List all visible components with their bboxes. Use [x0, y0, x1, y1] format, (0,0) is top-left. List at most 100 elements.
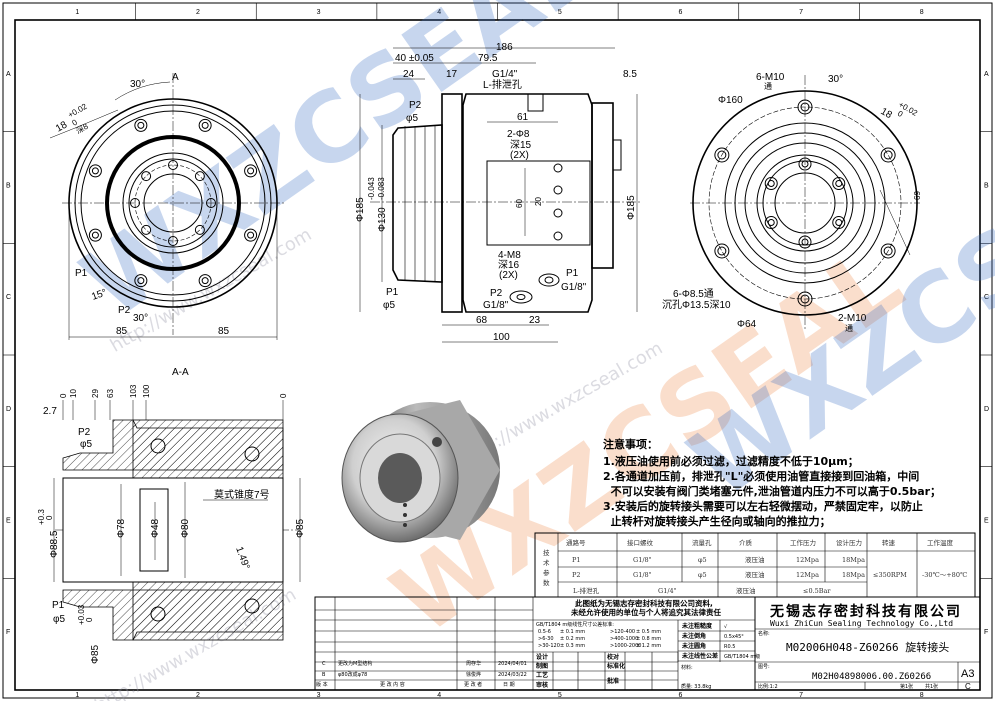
- svg-text:2.7: 2.7: [43, 406, 57, 417]
- svg-text:6-M10: 6-M10: [756, 72, 785, 83]
- svg-text:L-排泄孔: L-排泄孔: [483, 78, 522, 91]
- bolt-hole: [134, 118, 148, 132]
- svg-text:≤0.5Bar: ≤0.5Bar: [803, 587, 831, 595]
- svg-text:C: C: [965, 682, 971, 691]
- tolerance-cell: ± 1.2 mm: [636, 643, 661, 649]
- right-view: 6-M10 通 30° Φ160 18 +0.02 0 69 6-Φ8.5通 沉…: [662, 72, 922, 333]
- tolerance-cell: >30-120: [538, 643, 560, 649]
- bolt-hole: [198, 274, 212, 288]
- svg-text:周存华: 周存华: [466, 660, 481, 667]
- svg-text:P1: P1: [566, 268, 579, 279]
- grid-column-label: 4: [437, 9, 441, 16]
- table-header: 工作温度: [927, 538, 954, 547]
- svg-text:材料:: 材料:: [681, 664, 693, 671]
- svg-text:0: 0: [45, 515, 54, 520]
- svg-text:图号:: 图号:: [758, 664, 770, 670]
- bolt-hole: [880, 243, 896, 259]
- tolerance-cell: ± 0.2 mm: [560, 636, 585, 642]
- svg-text:深16: 深16: [498, 259, 520, 271]
- table-cell: G1/8": [633, 571, 652, 579]
- grid-row-label: D: [6, 406, 11, 413]
- grid-row-label: D: [984, 406, 989, 413]
- svg-text:审核: 审核: [536, 681, 548, 689]
- svg-text:制图: 制图: [536, 662, 548, 670]
- svg-text:24: 24: [403, 69, 415, 80]
- svg-text:P1: P1: [75, 268, 88, 279]
- unspecified-label: 未注倒角: [682, 632, 706, 640]
- svg-text:+0.03: +0.03: [77, 604, 86, 625]
- svg-text:3.安装后的旋转接头需要可以左右轻微摆动，严禁固定牢，以防止: 3.安装后的旋转接头需要可以左右轻微摆动，严禁固定牢，以防止: [603, 499, 923, 513]
- bolt-hole-inner: [717, 150, 727, 160]
- svg-text:φ5: φ5: [80, 439, 92, 450]
- svg-text:Φ64: Φ64: [737, 319, 757, 330]
- counterbore-hole-inner: [801, 238, 809, 246]
- svg-text:不可以安装有阀门类堵塞元件,泄油管道内压力不可以高于0.5b: 不可以安装有阀门类堵塞元件,泄油管道内压力不可以高于0.5bar；: [603, 484, 941, 498]
- svg-text:Φ85: Φ85: [90, 644, 101, 664]
- svg-text:6-Φ8.5通: 6-Φ8.5通: [673, 288, 714, 300]
- svg-text:更改为M型结构: 更改为M型结构: [338, 660, 372, 667]
- counterbore-hole: [798, 157, 812, 171]
- svg-text:φ80改成φ78: φ80改成φ78: [338, 671, 367, 678]
- svg-text:P2: P2: [490, 288, 503, 299]
- svg-text:Φ88.5: Φ88.5: [49, 530, 60, 558]
- front-view: 18 +0.02 0 深8 30° A P1 15° P2 30° 85 85: [49, 72, 285, 340]
- station-label: 100: [142, 384, 151, 398]
- table-cell: 液压油: [745, 570, 765, 579]
- bolt-hole: [714, 243, 730, 259]
- grid-row-label: C: [984, 294, 989, 301]
- svg-text:Φ185: Φ185: [355, 197, 366, 222]
- svg-text:85: 85: [116, 326, 128, 337]
- svg-text:G1/4": G1/4": [492, 69, 518, 80]
- grid-column-label: 3: [317, 692, 321, 699]
- grid-column-label: 4: [437, 692, 441, 699]
- svg-text:+0.3: +0.3: [37, 509, 46, 525]
- counterbore-hole: [764, 216, 778, 229]
- bolt-hole: [880, 147, 896, 163]
- svg-text:Wuxi ZhiCun Sealing Technology: Wuxi ZhiCun Sealing Technology Co.,Ltd: [770, 619, 953, 628]
- station-label: 103: [129, 384, 138, 398]
- grid-column-label: 1: [75, 692, 79, 699]
- svg-text:0: 0: [71, 117, 80, 127]
- counterbore-hole-inner: [767, 219, 775, 226]
- svg-text:(2X): (2X): [510, 150, 529, 161]
- grid-row-label: B: [984, 183, 989, 190]
- grid-column-label: 1: [75, 9, 79, 16]
- svg-text:2024/04/01: 2024/04/01: [498, 661, 527, 667]
- svg-text:Φ130: Φ130: [377, 207, 388, 232]
- bolt-hole-inner: [91, 231, 99, 239]
- table-cell: 12Mpa: [796, 556, 819, 564]
- table-header: 接口螺纹: [627, 538, 654, 547]
- grid-row-label: A: [984, 71, 989, 78]
- svg-text:莫式锥度7号: 莫式锥度7号: [214, 488, 270, 501]
- svg-text:B: B: [322, 672, 326, 678]
- svg-text:日 期: 日 期: [503, 682, 515, 688]
- grid-column-label: 3: [317, 9, 321, 16]
- svg-text:比例:1:2: 比例:1:2: [758, 683, 778, 690]
- inner-hole: [194, 224, 205, 235]
- svg-text:2024/03/22: 2024/03/22: [498, 672, 527, 678]
- svg-text:15°: 15°: [90, 287, 108, 303]
- svg-text:名称:: 名称:: [758, 630, 770, 637]
- svg-text:A: A: [172, 72, 179, 83]
- side-view: 186 40 ±0.05 79.5 24 17 G1/4" L-排泄孔 8.5 …: [355, 42, 640, 343]
- svg-text:40 ±0.05: 40 ±0.05: [395, 53, 434, 64]
- svg-text:标准化: 标准化: [606, 662, 625, 670]
- bolt-hole: [88, 228, 102, 242]
- counterbore-hole-inner: [835, 180, 843, 187]
- svg-text:18: 18: [879, 106, 895, 121]
- inner-hole: [168, 236, 178, 246]
- svg-text:未经允许使用的单位与个人将追究其法律责任: 未经允许使用的单位与个人将追究其法律责任: [571, 607, 721, 617]
- svg-text:100: 100: [493, 332, 510, 343]
- svg-text:φ5: φ5: [53, 614, 65, 625]
- svg-text:61: 61: [517, 112, 529, 123]
- svg-text:设计: 设计: [536, 653, 548, 661]
- bolt-hole-inner: [137, 277, 145, 285]
- inner-hole: [130, 198, 140, 208]
- svg-text:18: 18: [54, 119, 70, 134]
- svg-text:质量: 33.8kg: 质量: 33.8kg: [681, 683, 711, 690]
- svg-text:4-M8: 4-M8: [498, 250, 521, 261]
- svg-text:参: 参: [543, 568, 550, 577]
- grid-column-label: 5: [558, 9, 562, 16]
- svg-text:通: 通: [764, 81, 772, 91]
- svg-text:0: 0: [85, 617, 94, 622]
